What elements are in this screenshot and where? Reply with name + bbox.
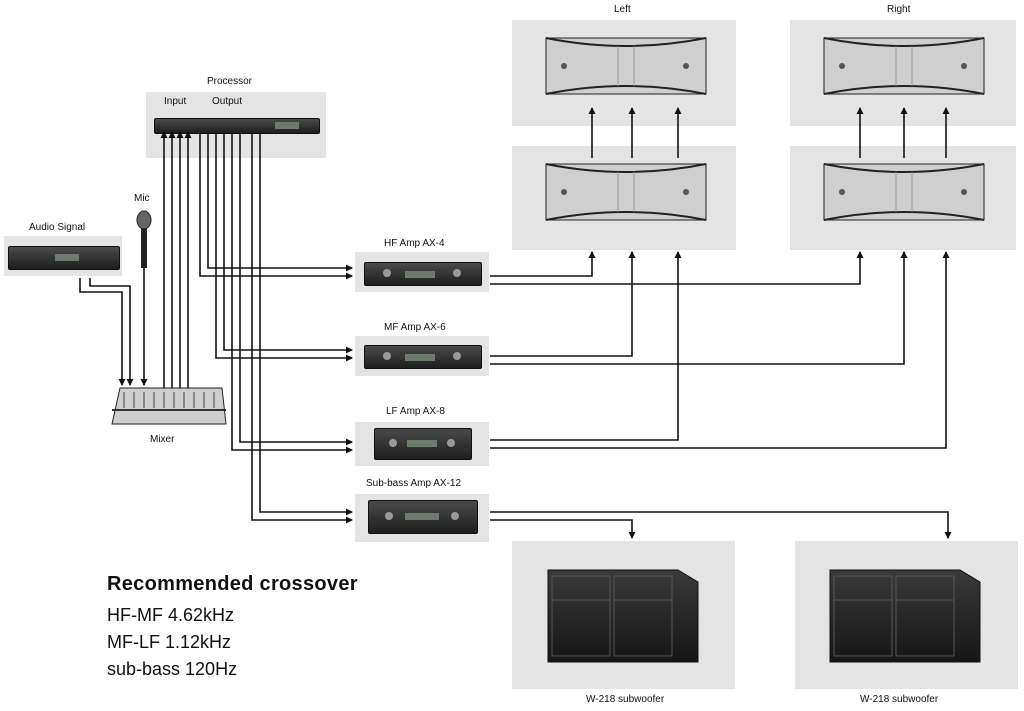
processor-label: Processor <box>207 76 253 87</box>
crossover-mf-lf: MF-LF 1.12kHz <box>107 632 232 652</box>
left-array-label: Left <box>614 4 631 15</box>
sub-amp-icon <box>368 500 478 534</box>
right-array-label: Right <box>887 4 911 15</box>
sub-left-label: W-218 subwoofer <box>586 694 665 705</box>
mixer-label: Mixer <box>150 434 175 445</box>
crossover-title: Recommended crossover <box>107 573 358 595</box>
output-label: Output <box>212 96 243 107</box>
audio-source-icon <box>8 246 120 270</box>
crossover-hf-mf: HF-MF 4.62kHz <box>107 605 235 625</box>
input-label: Input <box>164 96 187 107</box>
crossover-notes: Recommended crossover HF-MF 4.62kHz MF-L… <box>107 573 358 683</box>
mic-icon <box>136 210 152 268</box>
mic-label: Mic <box>134 193 150 204</box>
lf-amp-icon <box>374 428 472 460</box>
crossover-sub-bass: sub-bass 120Hz <box>107 659 238 679</box>
sub-amp-label: Sub-bass Amp AX-12 <box>366 478 462 489</box>
processor-icon <box>154 118 320 134</box>
subwoofer-icon <box>547 569 981 663</box>
signal-wires <box>79 107 952 539</box>
hf-amp-label: HF Amp AX-4 <box>384 238 445 249</box>
lf-amp-label: LF Amp AX-8 <box>386 406 445 417</box>
mf-amp-label: MF Amp AX-6 <box>384 322 446 333</box>
audio-signal-label: Audio Signal <box>29 222 86 233</box>
sub-right-label: W-218 subwoofer <box>860 694 939 705</box>
mixer-icon <box>111 387 227 425</box>
mf-amp-icon <box>364 345 482 369</box>
hf-amp-icon <box>364 262 482 286</box>
speaker-array-icon <box>545 37 985 221</box>
